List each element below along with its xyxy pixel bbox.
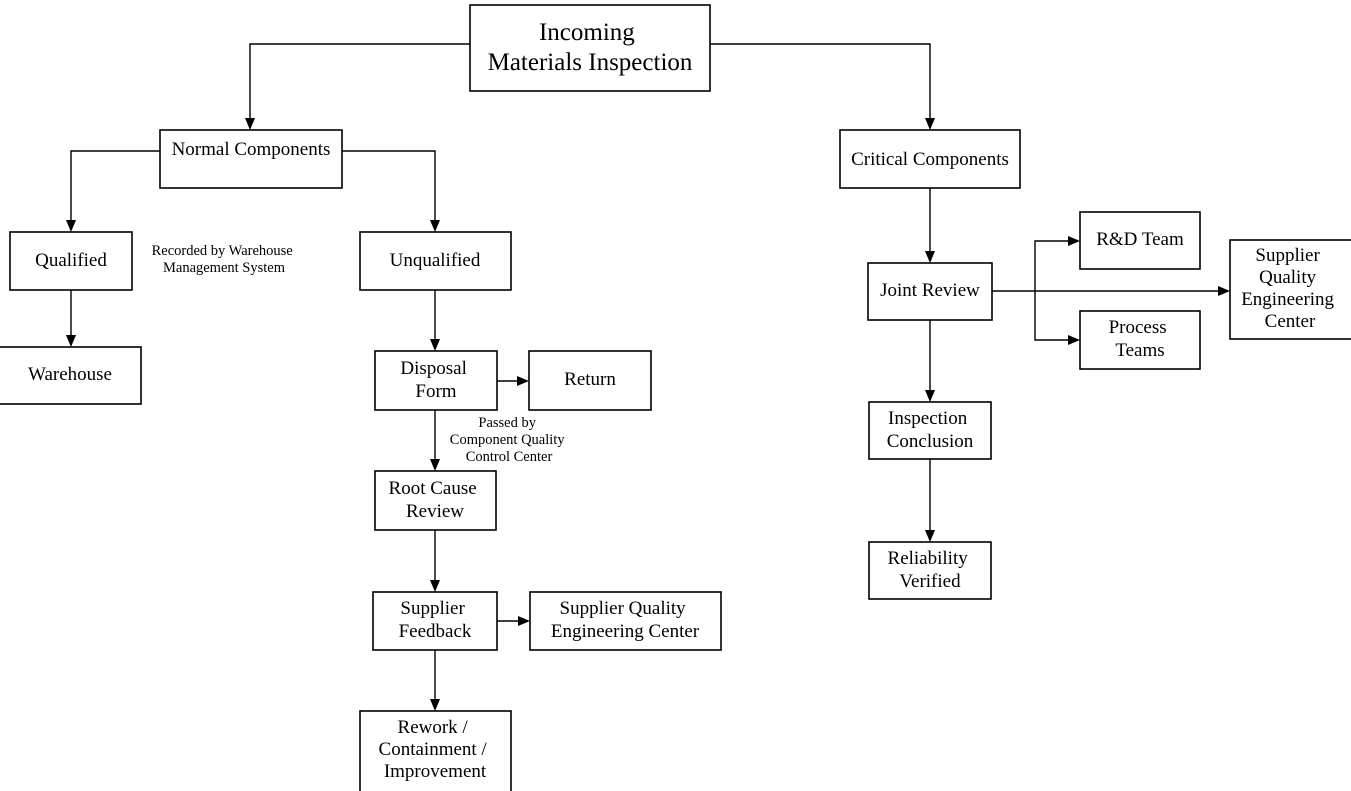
edge-normal-to-qualified: [66, 150, 160, 232]
edge-layer: [66, 43, 1230, 711]
node-text: Process Teams: [1109, 317, 1172, 361]
edge-inspection-conclusion-to-reliability: [925, 459, 935, 542]
node-return[interactable]: Return: [528, 350, 652, 411]
node-text: Reliability Verified: [888, 548, 973, 592]
edge-supplier-feedback-to-rework: [430, 650, 440, 711]
node-text: Return: [564, 369, 616, 390]
node-box[interactable]: [868, 541, 992, 600]
node-reliability-verified[interactable]: Reliability Verified: [868, 541, 992, 600]
node-box[interactable]: [1079, 310, 1201, 370]
node-incoming-materials-inspection[interactable]: Incoming Materials Inspection: [469, 4, 711, 92]
edge-note-layer: Recorded by Warehouse Management System …: [152, 243, 568, 465]
node-disposal-form[interactable]: Disposal Form: [374, 350, 498, 411]
node-joint-review[interactable]: Joint Review: [867, 262, 993, 321]
edge-joint-review-to-sqec: [992, 286, 1230, 296]
node-process-teams[interactable]: Process Teams: [1079, 310, 1201, 370]
edge-unqualified-to-disposal: [430, 290, 440, 351]
node-text: Supplier Quality Engineering Center: [1241, 245, 1339, 332]
node-text: Inspection Conclusion: [887, 408, 974, 452]
node-root-cause-review[interactable]: Root Cause Review: [374, 470, 497, 531]
node-box[interactable]: [374, 470, 497, 531]
edge-note-disposal: Passed by Component Quality Control Cent…: [450, 415, 568, 465]
node-box[interactable]: [1229, 239, 1351, 340]
node-critical-components[interactable]: Critical Components: [839, 129, 1021, 189]
edge-joint-review-to-process-teams: [1034, 291, 1080, 345]
node-box[interactable]: [868, 401, 992, 460]
edge-joint-review-to-inspection-conclusion: [925, 320, 935, 402]
edge-note-warehouse: Recorded by Warehouse Management System: [152, 243, 297, 276]
edge-qualified-to-warehouse: [66, 290, 76, 347]
node-box[interactable]: [374, 350, 498, 411]
node-text: Root Cause Review: [389, 478, 482, 522]
node-unqualified[interactable]: Unqualified: [359, 231, 512, 291]
edge-incoming-to-critical: [710, 43, 935, 130]
node-warehouse[interactable]: Warehouse: [0, 346, 142, 405]
node-text: Unqualified: [390, 250, 481, 271]
node-box[interactable]: [529, 591, 722, 651]
node-layer: Incoming Materials Inspection Normal Com…: [0, 4, 1351, 791]
node-box[interactable]: [839, 129, 1021, 189]
node-supplier-feedback[interactable]: Supplier Feedback: [372, 591, 498, 651]
edge-joint-review-to-rd-team: [1034, 236, 1080, 291]
node-box[interactable]: [469, 4, 711, 92]
node-rd-team[interactable]: R&D Team: [1079, 211, 1201, 270]
node-text: Rework / Containment / Improvement: [379, 717, 492, 782]
node-box[interactable]: [1079, 211, 1201, 270]
node-normal-components[interactable]: Normal Components: [159, 129, 343, 189]
node-box[interactable]: [867, 262, 993, 321]
node-text: Supplier Quality Engineering Center: [551, 598, 700, 642]
node-text: Warehouse: [28, 364, 112, 385]
node-text: Joint Review: [880, 280, 980, 301]
edge-disposal-to-return: [497, 376, 529, 386]
node-box[interactable]: [159, 129, 343, 189]
node-qualified[interactable]: Qualified: [9, 231, 133, 291]
node-text: Incoming Materials Inspection: [488, 19, 693, 76]
node-box[interactable]: [528, 350, 652, 411]
node-text: Supplier Feedback: [399, 598, 472, 642]
edge-supplier-feedback-to-sqec: [497, 616, 530, 626]
edge-normal-to-unqualified: [342, 150, 440, 232]
node-rework-containment-improvement[interactable]: Rework / Containment / Improvement: [359, 710, 512, 791]
node-supplier-quality-engineering-center-right[interactable]: Supplier Quality Engineering Center: [1229, 239, 1351, 340]
node-box[interactable]: [359, 231, 512, 291]
edge-disposal-to-root-cause: [430, 410, 440, 471]
node-supplier-quality-engineering-center-mid[interactable]: Supplier Quality Engineering Center: [529, 591, 722, 651]
node-inspection-conclusion[interactable]: Inspection Conclusion: [868, 401, 992, 460]
node-text: Disposal Form: [400, 358, 471, 402]
node-text: Normal Components: [172, 139, 331, 160]
node-text: R&D Team: [1096, 229, 1184, 250]
node-box[interactable]: [0, 346, 142, 405]
edge-incoming-to-normal: [245, 43, 470, 130]
node-box[interactable]: [372, 591, 498, 651]
node-box[interactable]: [9, 231, 133, 291]
edge-critical-to-joint-review: [925, 188, 935, 263]
edge-root-cause-to-supplier-feedback: [430, 530, 440, 592]
node-text: Critical Components: [851, 149, 1009, 170]
node-box[interactable]: [359, 710, 512, 791]
node-text: Qualified: [35, 250, 107, 271]
